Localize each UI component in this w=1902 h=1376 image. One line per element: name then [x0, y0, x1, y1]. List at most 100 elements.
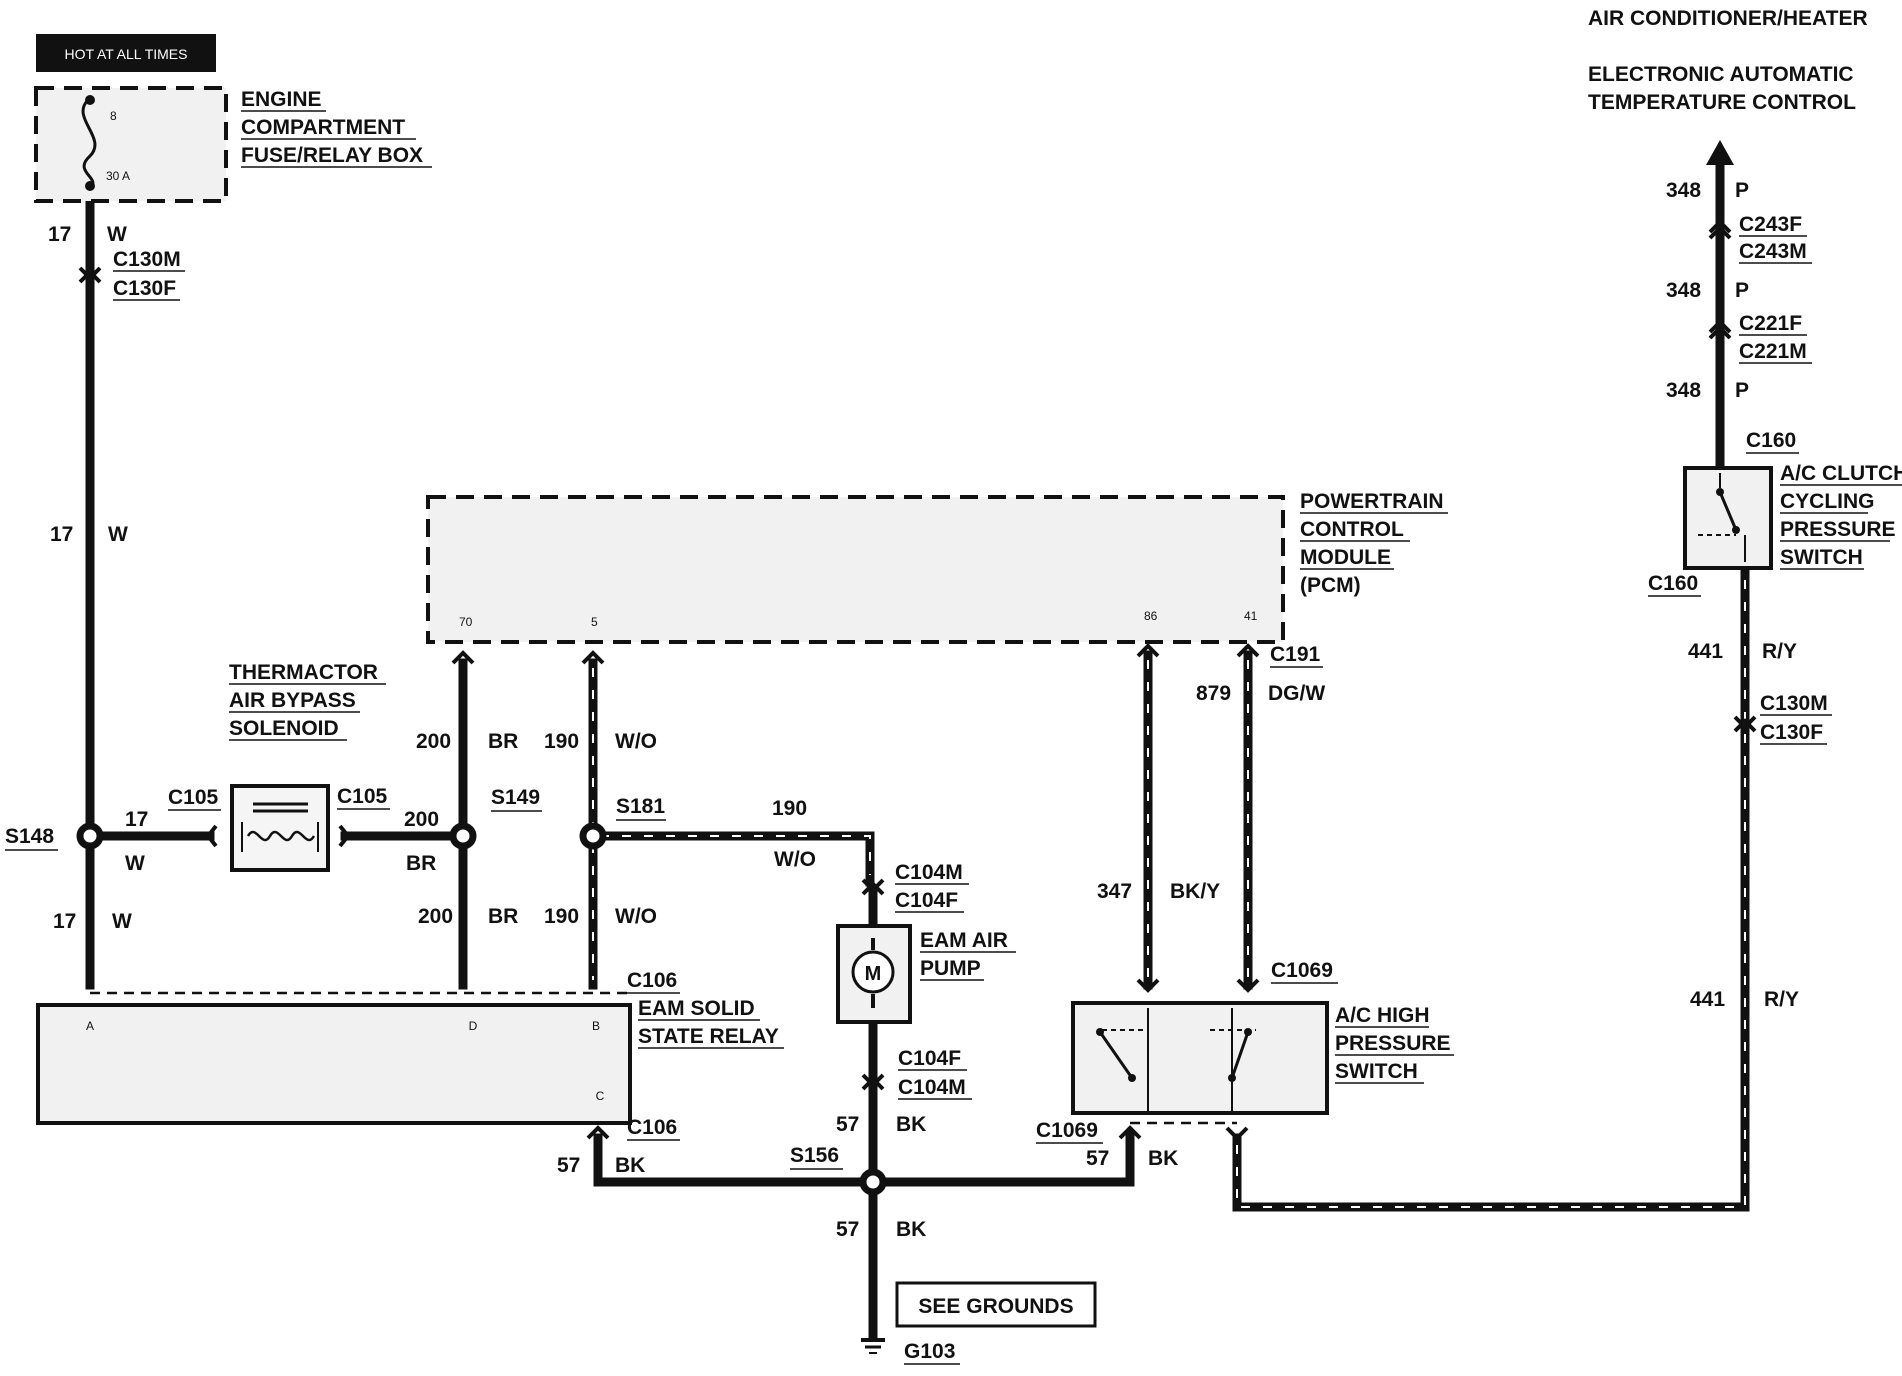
fuse-number: 8	[110, 109, 117, 123]
connector-c130f-right: C130F	[1760, 721, 1823, 744]
relay-pin-d: D	[469, 1019, 478, 1033]
chevron-icon	[1136, 978, 1160, 993]
hp-switch-label-2: PRESSURE	[1335, 1032, 1451, 1055]
connector-c1069-top: C1069	[1271, 959, 1333, 982]
motor-symbol: M	[865, 963, 882, 985]
arrow-up-icon	[1706, 140, 1734, 165]
splice-s181	[579, 822, 607, 850]
circuit-347: 347	[1097, 880, 1132, 903]
connector-c104m-top: C104M	[895, 861, 963, 884]
chevron-icon	[1225, 1126, 1249, 1141]
chevron-icon	[1708, 325, 1732, 340]
splice-s148	[76, 822, 104, 850]
circuit-348: 348	[1666, 279, 1701, 302]
splice-s181-label: S181	[616, 795, 665, 818]
badge-text: HOT AT ALL TIMES	[65, 46, 188, 62]
fuse-box-label-2: COMPARTMENT	[241, 116, 405, 139]
diagram-title: AIR CONDITIONER/HEATER ELECTRONIC AUTOMA…	[1588, 7, 1868, 114]
wire-190-wo-to-pump	[588, 831, 875, 887]
fuse-box-label-3: FUSE/RELAY BOX	[241, 144, 423, 167]
connector-labels: C130M C130F C105 C105 C106 C106 C104M C1…	[113, 213, 1832, 1144]
connector-c105-left: C105	[168, 786, 219, 809]
color-br: BR	[488, 905, 518, 928]
circuit-17: 17	[50, 523, 73, 546]
chevron-icon	[78, 266, 102, 281]
color-wo: W/O	[615, 730, 657, 753]
hot-at-all-times-badge: HOT AT ALL TIMES	[36, 34, 216, 72]
relay-label-2: STATE RELAY	[638, 1025, 779, 1048]
connector-c130f-left: C130F	[113, 277, 176, 300]
circuit-57: 57	[1086, 1147, 1109, 1170]
motor-icon	[851, 950, 895, 994]
splices: S148 S149 S181 S156	[5, 786, 887, 1196]
connector-c191: C191	[1270, 643, 1321, 666]
chevron-icon	[205, 824, 218, 848]
circuit-190: 190	[772, 797, 807, 820]
splice-s149	[449, 822, 477, 850]
circuit-200: 200	[416, 730, 451, 753]
pcm-label-1: POWERTRAIN	[1300, 490, 1444, 513]
fuse-box-label-1: ENGINE	[241, 88, 322, 111]
splice-s156-label: S156	[790, 1144, 839, 1167]
pcm-label-3: MODULE	[1300, 546, 1391, 569]
circuit-190: 190	[544, 730, 579, 753]
color-wo: W/O	[774, 848, 816, 871]
relay-label-1: EAM SOLID	[638, 997, 755, 1020]
circuit-441: 441	[1690, 988, 1725, 1011]
color-bk: BK	[1148, 1147, 1178, 1170]
connector-c105-right: C105	[337, 785, 388, 808]
connector-c106-bottom: C106	[627, 1116, 677, 1139]
connector-breaks	[78, 219, 1757, 1141]
chevron-icon	[1236, 643, 1260, 658]
see-grounds-label: SEE GROUNDS	[918, 1295, 1073, 1318]
circuit-190: 190	[544, 905, 579, 928]
circuit-17: 17	[53, 910, 76, 933]
color-bky: BK/Y	[1170, 880, 1220, 903]
chevron-icon	[586, 1125, 610, 1140]
chevron-icon	[861, 878, 885, 893]
relay-pin-a: A	[86, 1019, 94, 1033]
color-w: W	[107, 223, 127, 246]
relay-pin-c: C	[596, 1089, 605, 1103]
chevron-icon	[1708, 225, 1732, 240]
chevron-icon	[1733, 715, 1757, 730]
see-grounds-box	[895, 1281, 1097, 1328]
pump-label-2: PUMP	[920, 957, 981, 980]
pcm-pin-86: 86	[1144, 609, 1158, 623]
splice-s149-label: S149	[491, 786, 540, 809]
circuit-200: 200	[404, 808, 439, 831]
color-bk: BK	[615, 1154, 645, 1177]
hp-switch-label-3: SWITCH	[1335, 1060, 1418, 1083]
color-w: W	[112, 910, 132, 933]
color-ry: R/Y	[1762, 640, 1797, 663]
eam-air-pump: M EAM AIR PUMP	[836, 924, 1016, 1024]
relay-pin-b: B	[592, 1019, 600, 1033]
connector-c130m-right: C130M	[1760, 692, 1828, 715]
connector-c104m-bottom: C104M	[898, 1076, 966, 1099]
title-line-3: TEMPERATURE CONTROL	[1588, 91, 1856, 114]
chevron-icon	[1708, 219, 1732, 234]
connector-c221m: C221M	[1739, 340, 1807, 363]
eam-relay: A D B C EAM SOLID STATE RELAY	[36, 991, 784, 1125]
coil-icon	[246, 830, 316, 842]
chevron-icon	[1118, 1125, 1142, 1140]
connector-c243f: C243F	[1739, 213, 1802, 236]
color-br: BR	[406, 852, 436, 875]
pcm-module: 70 5 86 41 POWERTRAIN CONTROL MODULE (PC…	[426, 490, 1448, 644]
thermactor-label-2: AIR BYPASS	[229, 689, 356, 712]
fuse-rating: 30 A	[106, 169, 130, 183]
cycling-switch-label-1: A/C CLUTCH	[1780, 462, 1902, 485]
ground-g103: G103 SEE GROUNDS	[861, 1281, 1097, 1365]
color-p: P	[1735, 179, 1749, 202]
circuit-17: 17	[125, 808, 148, 831]
connector-c160-bottom: C160	[1648, 572, 1698, 595]
connector-c130m-left: C130M	[113, 248, 181, 271]
fuse-icon	[81, 98, 97, 190]
chevron-icon	[861, 1073, 885, 1088]
color-w: W	[108, 523, 128, 546]
connector-c1069-bottom: C1069	[1036, 1119, 1098, 1142]
ac-clutch-cycling-switch: A/C CLUTCH CYCLING PRESSURE SWITCH	[1683, 462, 1902, 570]
thermactor-solenoid: THERMACTOR AIR BYPASS SOLENOID	[229, 661, 386, 872]
color-p: P	[1735, 379, 1749, 402]
